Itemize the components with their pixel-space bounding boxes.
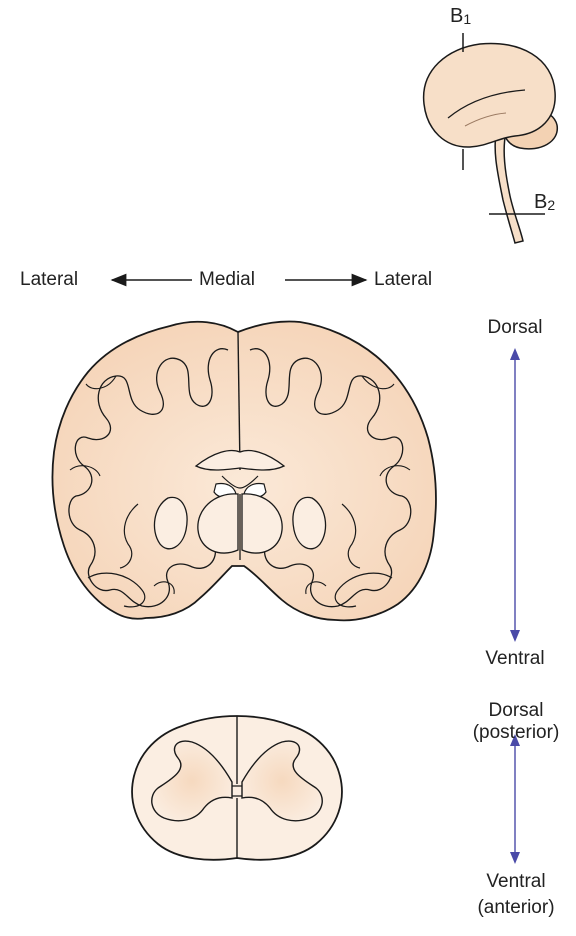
label-b1-letter: B: [450, 5, 463, 27]
label-b2-subscript: 2: [547, 197, 555, 213]
label-lateral-right: Lateral: [374, 269, 432, 291]
label-dorsal-posterior-line1: Dorsal: [460, 700, 572, 722]
label-b1: B1: [450, 5, 471, 28]
label-ventral-anterior-line2: (anterior): [460, 897, 572, 919]
label-medial: Medial: [199, 269, 255, 291]
label-lateral-left: Lateral: [20, 269, 78, 291]
anterior-arrowhead: [510, 852, 520, 864]
label-dorsal: Dorsal: [465, 317, 565, 339]
label-dorsal-posterior-line2: (posterior): [460, 722, 572, 744]
dorsal-arrowhead: [510, 348, 520, 360]
ventral-arrowhead: [510, 630, 520, 642]
label-b2-letter: B: [534, 191, 547, 213]
label-ventral-anterior-line1: Ventral: [460, 871, 572, 893]
label-b2: B2: [534, 191, 555, 214]
label-ventral: Ventral: [465, 648, 565, 670]
label-b1-subscript: 1: [463, 11, 471, 27]
coronal-brain-section: [52, 321, 436, 620]
spinal-cord-cross-section: [132, 716, 342, 860]
